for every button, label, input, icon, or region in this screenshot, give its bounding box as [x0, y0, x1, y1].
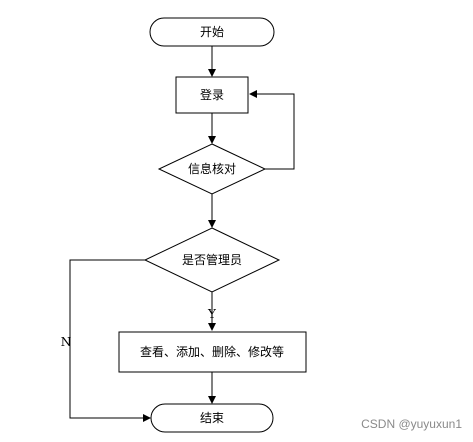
login-node: 登录 — [175, 76, 249, 114]
start-label: 开始 — [200, 25, 224, 39]
actions-label: 查看、添加、删除、修改等 — [140, 344, 284, 359]
end-label: 结束 — [200, 411, 224, 425]
no-label: N — [61, 335, 72, 349]
edge-verify-to-is-admin — [208, 194, 216, 228]
csdn-watermark: CSDN @yuyuxun1 — [361, 417, 462, 431]
verify-node: 信息核对 — [157, 143, 267, 195]
end-node: 结束 — [150, 403, 274, 433]
start-node: 开始 — [149, 17, 275, 47]
edge-actions-to-end — [208, 372, 216, 404]
actions-node: 查看、添加、删除、修改等 — [118, 331, 307, 373]
edge-login-to-verify — [208, 113, 216, 144]
is-admin-node: 是否管理员 — [143, 227, 281, 293]
edge-is-admin-yes: Y — [207, 292, 217, 331]
login-label: 登录 — [200, 87, 224, 102]
edge-start-to-login — [208, 46, 216, 77]
yes-label: Y — [207, 307, 217, 321]
edge-verify-to-login-loop — [249, 90, 295, 170]
is-admin-label: 是否管理员 — [182, 252, 242, 267]
verify-label: 信息核对 — [188, 161, 236, 176]
edge-is-admin-no: N — [61, 259, 151, 422]
